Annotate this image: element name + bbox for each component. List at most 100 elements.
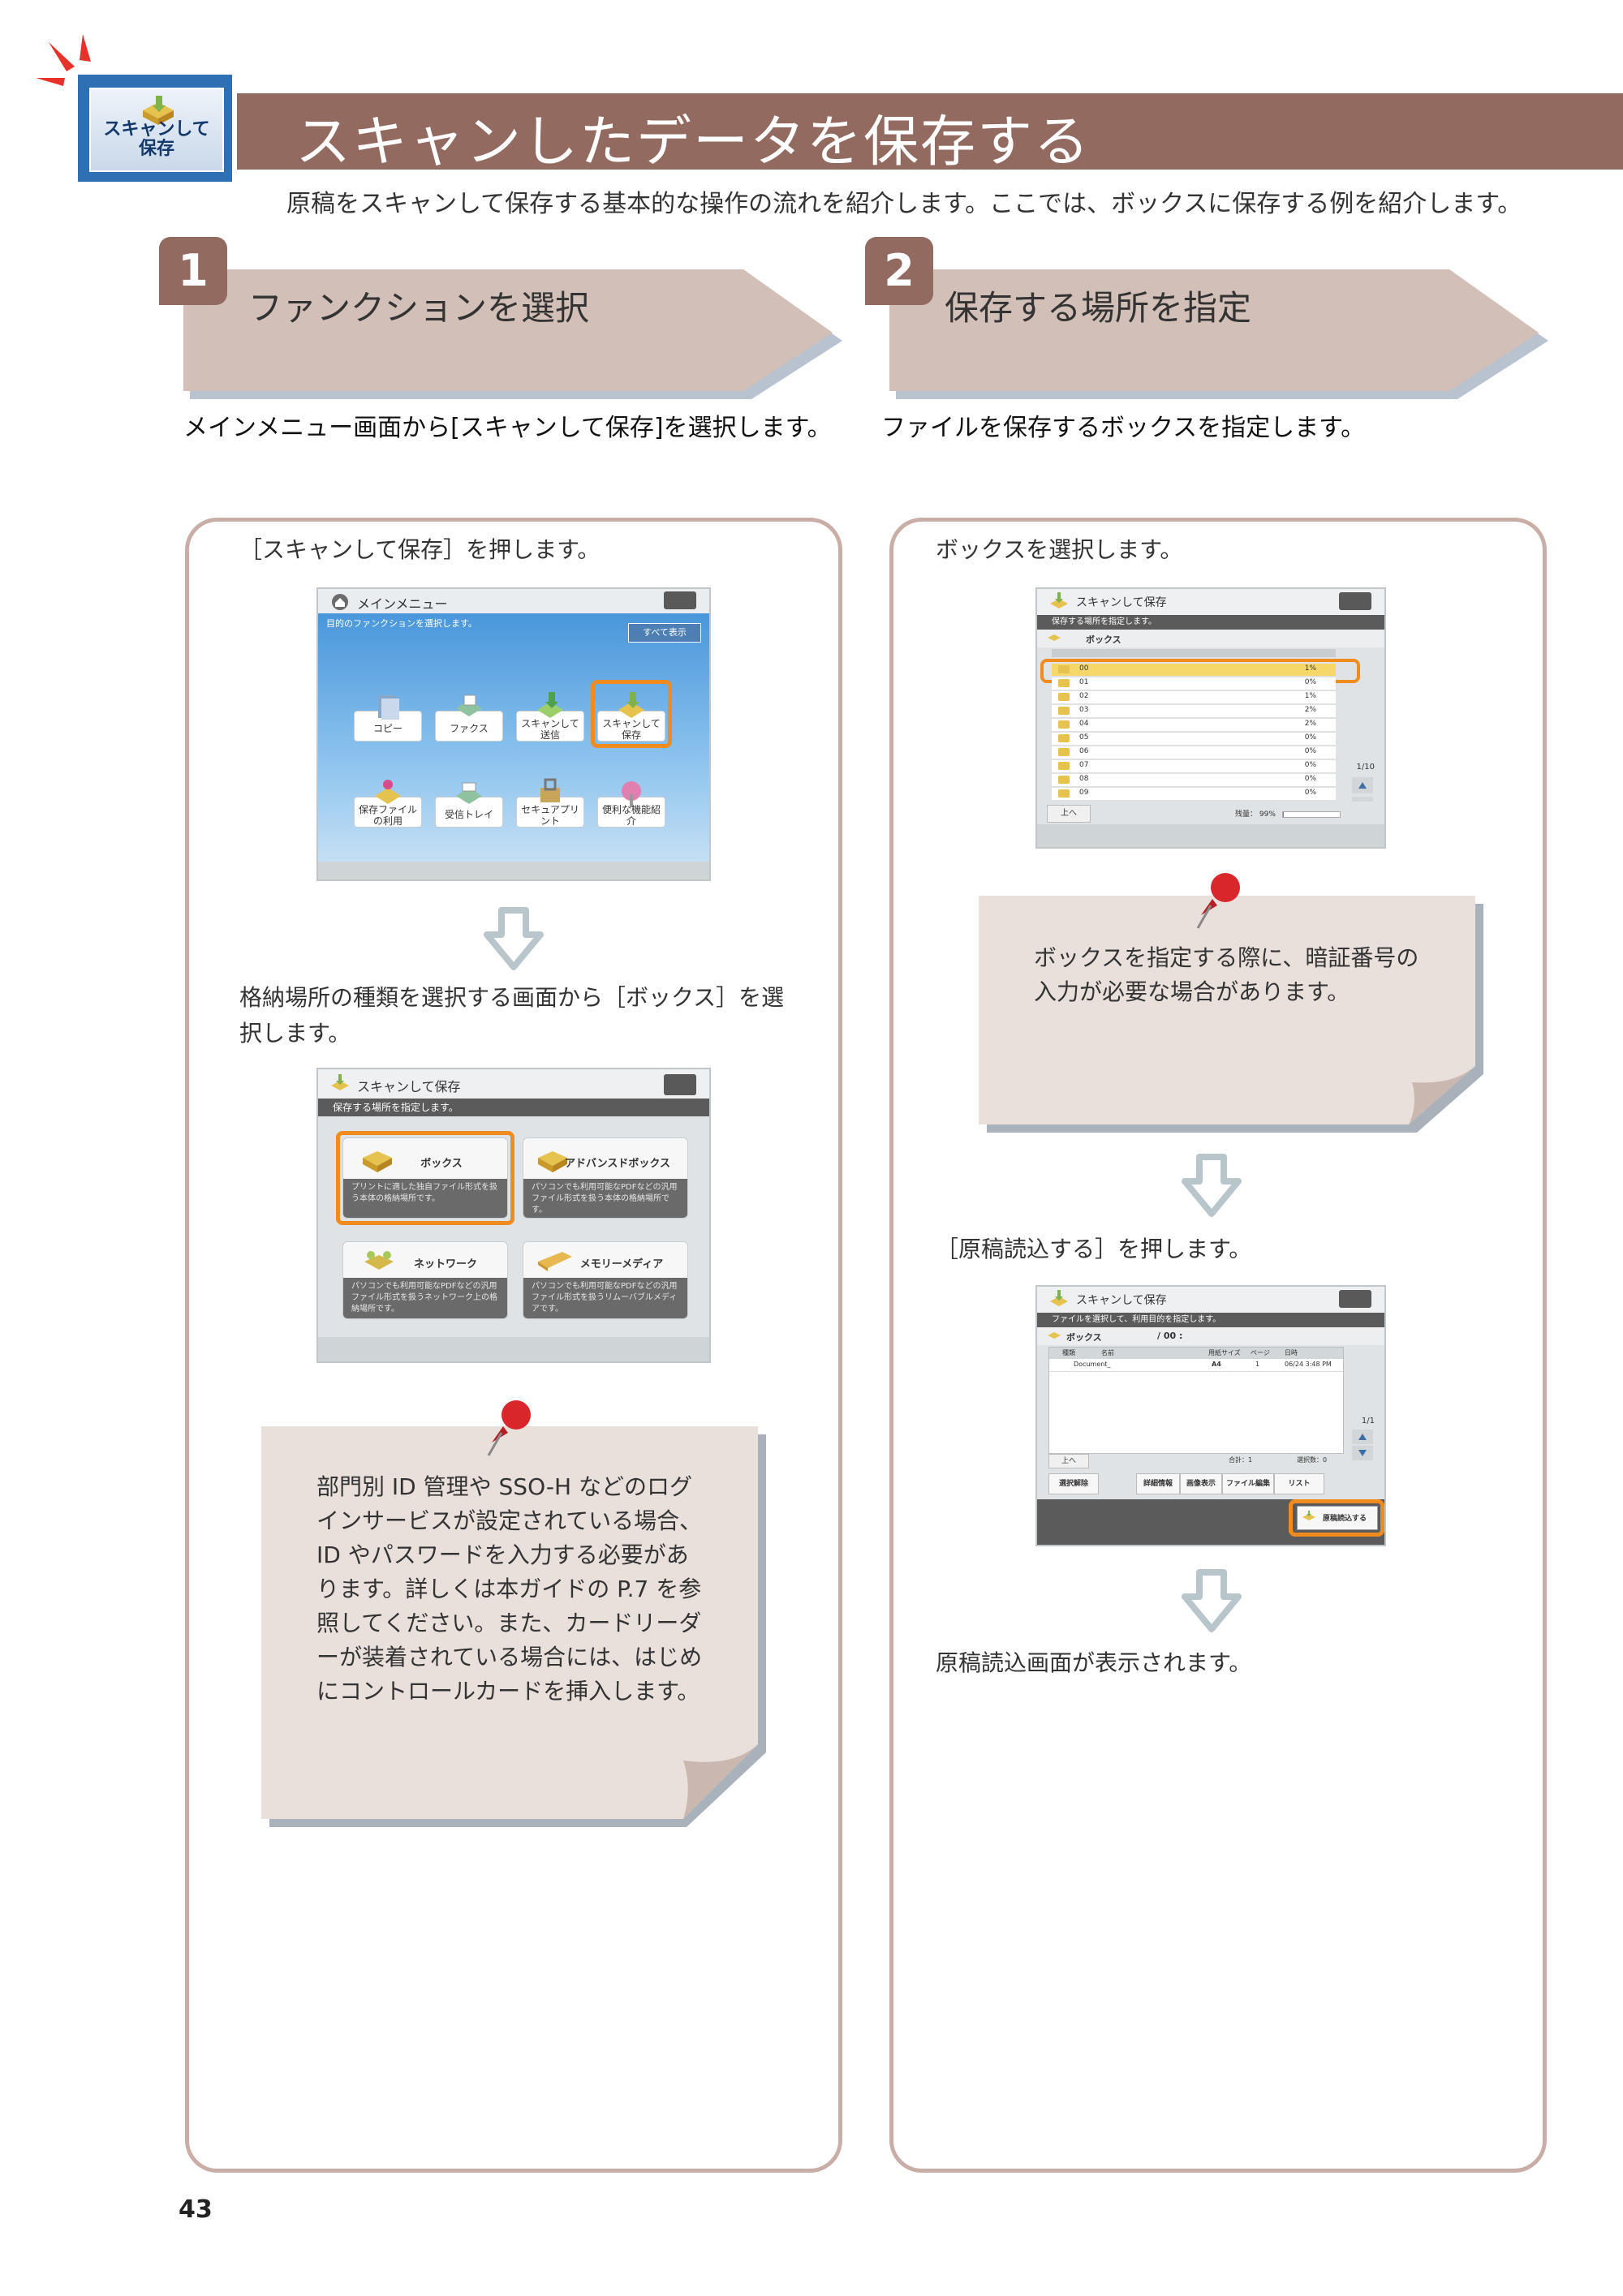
main-menu-title: メインメニュー — [357, 596, 448, 612]
box-icon — [1058, 734, 1070, 742]
box-row-usage: 0% — [1304, 733, 1316, 742]
up-button[interactable]: 上へ — [1047, 805, 1091, 823]
triangle-up-icon — [1358, 782, 1367, 789]
box-icon — [1058, 693, 1070, 701]
file-up-button[interactable]: 上へ — [1048, 1454, 1089, 1468]
main-menu-subtitle: 目的のファンクションを選択します。 — [326, 618, 477, 629]
secure-print-tile[interactable]: セキュアプリント — [516, 778, 584, 828]
box-page-indicator: 1/10 — [1356, 763, 1375, 772]
scan-send-tile[interactable]: スキャンして送信 — [516, 692, 584, 742]
copy-tile[interactable]: コピー — [354, 695, 422, 742]
file-scroll-up-button[interactable] — [1352, 1430, 1373, 1444]
box-icon — [1058, 707, 1070, 715]
box-select-screen: スキャンして保存 保存する場所を指定します。 ボックス 1/10 上へ 残量： … — [1035, 587, 1386, 849]
advanced-box-icon — [538, 1151, 567, 1172]
box-row-number: 04 — [1079, 720, 1089, 728]
box-icon — [1058, 679, 1070, 687]
storage-screen-title: スキャンして保存 — [357, 1079, 461, 1094]
step2-label: 保存する場所を指定 — [945, 288, 1252, 328]
main-menu-screen: メインメニュー 目的のファンクションを選択します。 すべて表示 コピー ファクス… — [316, 587, 711, 881]
note2-text: ボックスを指定する際に、暗証番号の入力が必要な場合があります。 — [1034, 944, 1419, 1005]
scan-save-small-icon — [1050, 1290, 1068, 1306]
scan-save-tile-icon — [618, 692, 644, 718]
box-screen-title: スキャンして保存 — [1076, 596, 1167, 609]
panel2-text3: 原稿読込画面が表示されます。 — [936, 1649, 1252, 1676]
display-image-button[interactable]: 画像表示 — [1180, 1473, 1222, 1494]
box-usage: 残量： 99% — [1235, 810, 1276, 819]
show-all-button[interactable]: すべて表示 — [628, 623, 701, 643]
note1-text: 部門別 ID 管理や SSO-H などのログインサービスが設定されている場合、I… — [316, 1473, 703, 1705]
step2-description: ファイルを保存するボックスを指定します。 — [881, 414, 1366, 442]
box-row-usage: 0% — [1304, 678, 1316, 686]
page-title-bar: スキャンしたデータを保存する — [237, 93, 1623, 174]
fax-tile[interactable]: ファクス — [435, 694, 503, 742]
scan-save-tile[interactable]: スキャンして保存 — [597, 692, 665, 742]
box-tile[interactable]: ボックス プリントに適した独自ファイル形式を扱う本体の格納場所です。 — [342, 1137, 508, 1219]
inbox-tile[interactable]: 受信トレイ — [435, 782, 503, 828]
intro-text: 原稿をスキャンして保存する基本的な操作の流れを紹介します。ここでは、ボックスに保… — [286, 190, 1522, 218]
panel1-text2: 格納場所の種類を選択する画面から［ボックス］を選択します。 — [239, 984, 785, 1047]
scan-save-small-icon — [1050, 592, 1068, 608]
box-row-usage: 1% — [1304, 664, 1316, 673]
box-icon — [1058, 776, 1070, 784]
step1-banner — [183, 269, 842, 399]
deselect-button[interactable]: 選択解除 — [1048, 1473, 1099, 1494]
status-monitor-button[interactable] — [1339, 1290, 1371, 1308]
triangle-down-icon — [1358, 1450, 1367, 1456]
status-monitor-button[interactable] — [664, 591, 696, 609]
network-tile[interactable]: ネットワーク パソコンでも利用可能なPDFなどの汎用ファイル形式を扱うネットワー… — [342, 1241, 508, 1319]
panel2-text2: ［原稿読込する］を押します。 — [936, 1236, 1252, 1262]
storage-location-screen: スキャンして保存 保存する場所を指定します。 ボックス プリントに適した独自ファ… — [316, 1068, 711, 1363]
down-arrow-icon — [1182, 1569, 1242, 1632]
file-table-header: 種類 名前 用紙サイズ ページ 日時 — [1049, 1348, 1343, 1359]
details-button[interactable]: 詳細情報 — [1136, 1473, 1180, 1494]
scan-save-small-icon — [331, 1074, 349, 1090]
edit-file-button[interactable]: ファイル編集 — [1222, 1473, 1274, 1494]
file-row[interactable]: Document_ A4 1 06/24 3:48 PM — [1049, 1360, 1343, 1372]
tutorial-tile[interactable]: 便利な機能紹介 — [597, 781, 665, 828]
box-row-number: 07 — [1079, 761, 1089, 769]
list-button[interactable]: リスト — [1274, 1473, 1324, 1494]
down-arrow-icon — [1182, 1154, 1242, 1217]
note2-card — [979, 896, 1483, 1133]
copy-icon — [378, 695, 399, 720]
box-row-usage: 0% — [1304, 789, 1316, 797]
box-number: / 00 : — [1157, 1331, 1183, 1341]
stored-files-tile[interactable]: 保存ファイルの利用 — [354, 780, 422, 828]
box-icon — [1058, 789, 1070, 798]
box-row-number: 03 — [1079, 706, 1089, 714]
file-selected-count: 選択数：0 — [1297, 1456, 1328, 1464]
memory-media-tile[interactable]: メモリーメディア パソコンでも利用可能なPDFなどの汎用ファイル形式を扱うリムー… — [523, 1241, 688, 1319]
home-icon — [332, 594, 348, 610]
usage-bar — [1282, 811, 1341, 818]
category-badge-label: スキャンして 保存 — [103, 119, 210, 159]
tutorial-icon — [622, 781, 641, 807]
box-row-usage: 0% — [1304, 747, 1316, 755]
status-monitor-button[interactable] — [664, 1074, 696, 1095]
box-crumb: ボックス — [1086, 634, 1121, 645]
status-monitor-button[interactable] — [1339, 592, 1371, 610]
box-icon — [1058, 720, 1070, 729]
category-badge: スキャンして 保存 — [78, 75, 232, 182]
step1-description: メインメニュー画面から[スキャンして保存]を選択します。 — [183, 414, 832, 442]
scan-save-icon — [143, 96, 174, 125]
scroll-up-button[interactable] — [1352, 777, 1373, 793]
advanced-box-tile[interactable]: アドバンスドボックス パソコンでも利用可能なPDFなどの汎用ファイル形式を扱う本… — [523, 1137, 688, 1219]
file-screen-title: スキャンして保存 — [1076, 1294, 1167, 1307]
panel2-text1: ボックスを選択します。 — [936, 536, 1183, 563]
down-arrow-icon — [484, 907, 544, 970]
file-scroll-down-button[interactable] — [1352, 1446, 1373, 1460]
box-highlight — [336, 1131, 514, 1225]
attention-burst-icon — [36, 34, 91, 86]
box-row-number: 08 — [1079, 775, 1089, 783]
